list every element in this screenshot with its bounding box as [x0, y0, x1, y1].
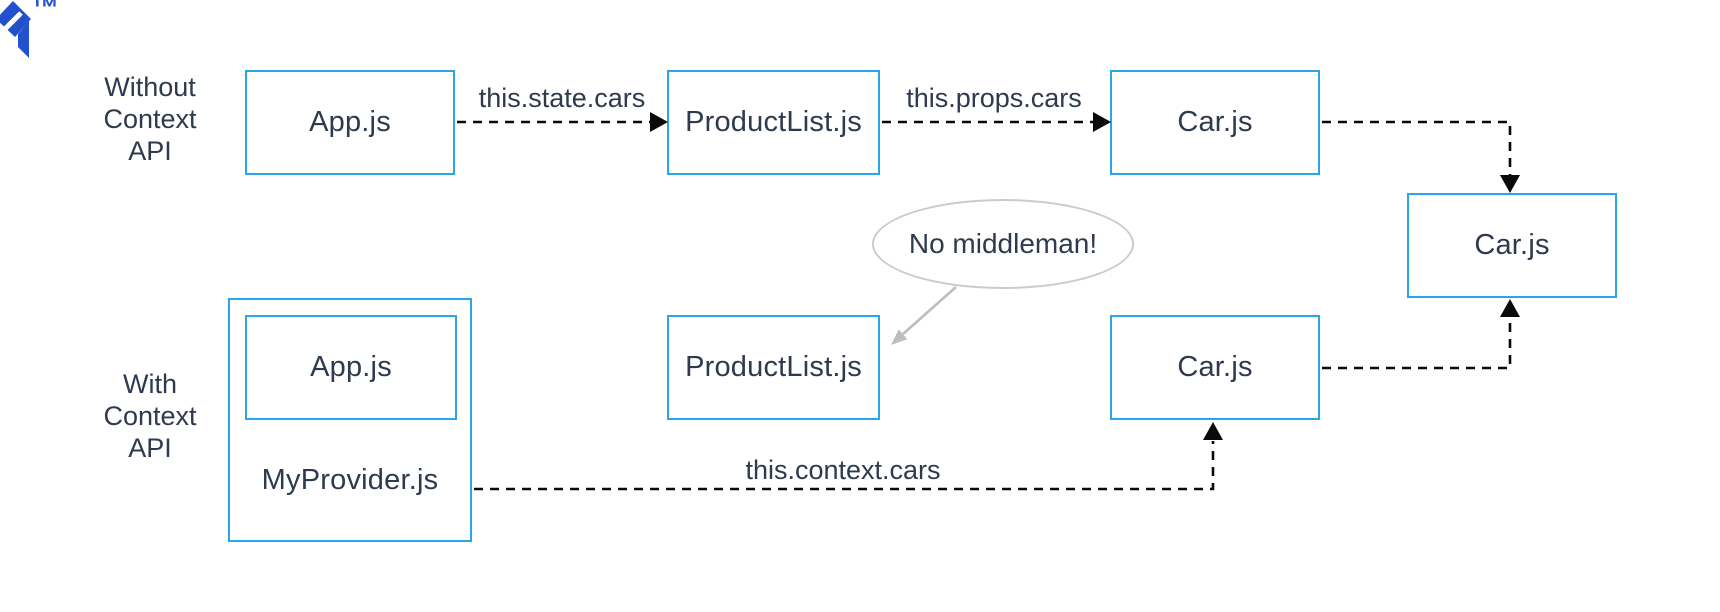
arrowhead-right-into-car [1093, 112, 1111, 132]
arrowhead-up-into-right-car [1500, 299, 1520, 317]
edge-label-this-state-cars: this.state.cars [478, 83, 646, 113]
edge-label-this-props-cars: this.props.cars [906, 83, 1082, 113]
toptal-logo-icon [0, 1, 31, 58]
node-label: App.js [309, 106, 391, 138]
node-car-js-bottom: Car.js [1110, 315, 1320, 420]
arrow-car-to-right-car-top-line [1322, 120, 1512, 176]
annotation-no-middleman: No middleman! [872, 199, 1134, 289]
node-app-js-bottom: App.js [245, 315, 457, 420]
node-label: Car.js [1177, 106, 1253, 138]
annotation-pointer-arrowhead [891, 329, 908, 345]
annotation-pointer-line [902, 286, 957, 335]
arrowhead-down-into-right-car [1500, 175, 1520, 193]
arrowhead-right-into-productlist [650, 112, 668, 132]
edge-label-this-context-cars: this.context.cars [745, 455, 941, 485]
section-label-without-context-api: Without Context API [103, 72, 197, 166]
arrowhead-up-into-bottom-car [1203, 422, 1223, 440]
node-productlist-js-bottom: ProductList.js [667, 315, 880, 420]
annotation-text: No middleman! [908, 228, 1098, 259]
node-car-js-right: Car.js [1407, 193, 1617, 298]
section-label-with-context-api: With Context API [103, 369, 197, 463]
node-car-js-top: Car.js [1110, 70, 1320, 175]
toptal-logo: ™ [0, 0, 70, 70]
node-label: ProductList.js [685, 106, 862, 138]
arrow-car-to-right-car-bottom-line [1322, 319, 1512, 370]
node-label: Car.js [1177, 351, 1253, 383]
node-label: App.js [310, 351, 392, 383]
node-label: MyProvider.js [261, 463, 439, 496]
node-productlist-js-top: ProductList.js [667, 70, 880, 175]
node-myprovider-js-label: MyProvider.js [228, 420, 472, 540]
node-app-js-top: App.js [245, 70, 455, 175]
node-label: ProductList.js [685, 351, 862, 383]
trademark-symbol: ™ [31, 0, 59, 23]
node-label: Car.js [1474, 229, 1550, 261]
